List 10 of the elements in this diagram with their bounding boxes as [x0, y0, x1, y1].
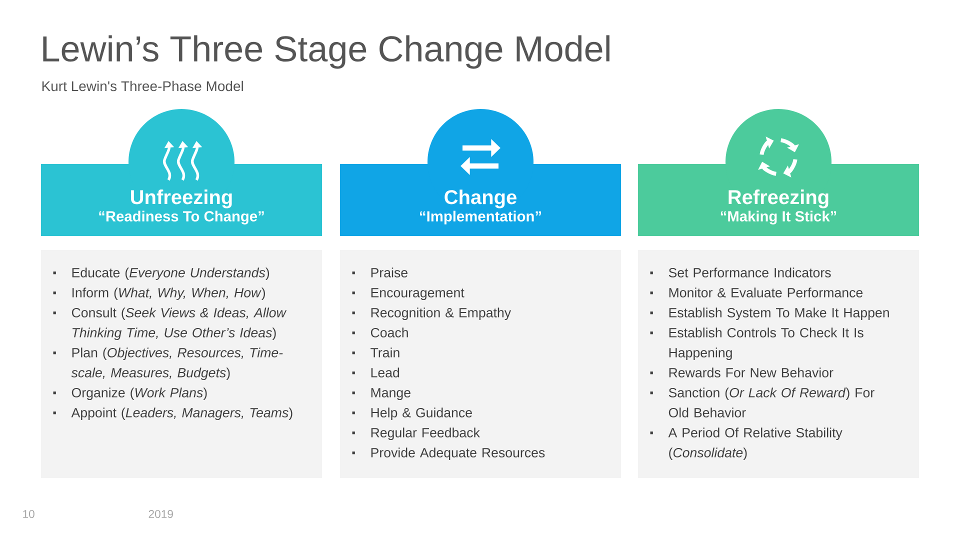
slide-title: Lewin’s Three Stage Change Model — [43, 35, 610, 69]
bullet-list-panel: Educate (Everyone Understands) Inform (What, Why, When, How) Consult (Seek Views & Ideas, Allow Thinking Time, Use Other’s Ideas) Plan (Objectives, Resources, Time-scale, Measures, Budgets) Organize (Work Plans) Appoint (Leaders, Managers, Teams) — [41, 250, 322, 478]
page-number: 10 — [23, 510, 34, 518]
slide-subtitle: Kurt Lewin's Three-Phase Model — [42, 80, 243, 92]
stage-header: Unfreezing “Readiness To Change” — [41, 109, 322, 236]
bullet-list-panel: Praise Encouragement Recognition & Empathy Coach Train Lead Mange Help & Guidance Regular Feedback Provide Adequate Resources — [340, 250, 621, 478]
stage-header: Refreezing “Making It Stick” — [638, 109, 919, 236]
bullet-list-panel: Set Performance Indicators Monitor & Evaluate Performance Establish System To Make It Happen Establish Controls To Check It Is Happening Rewards For New Behavior Sanction (Or Lack Of Reward) For Old Behavior A Period Of Relative Stability (Consolidate) — [638, 250, 919, 478]
footer-year: 2019 — [148, 510, 173, 518]
stage-header: Change “Implementation” — [340, 109, 621, 236]
